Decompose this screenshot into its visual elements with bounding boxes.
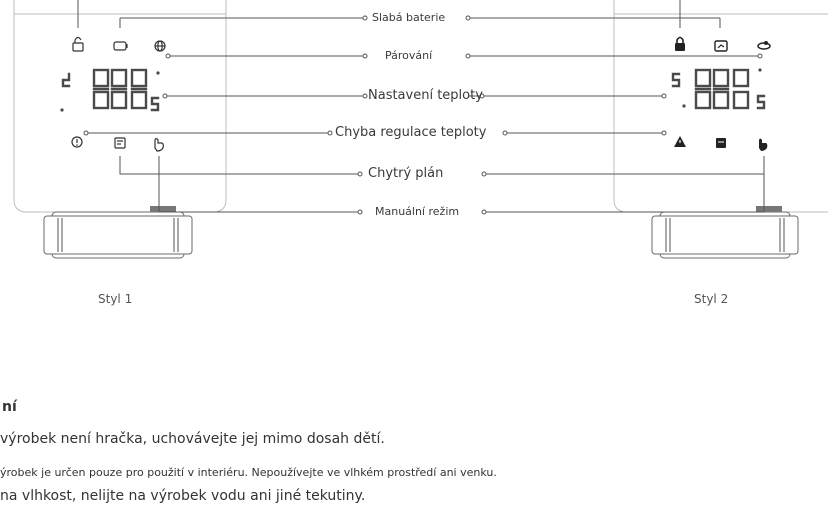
label-pairing: Párování [385,49,433,62]
device-style2 [468,0,828,259]
battery-filled-icon [714,40,728,52]
warning-triangle-icon [674,136,686,147]
hand-icon [154,137,164,152]
label-temp-error: Chyba regulace teploty [335,125,487,140]
label-temp-setting: Nastavení teploty [368,88,483,103]
safety-heading: ní [2,399,17,415]
calendar-icon [114,137,126,149]
safety-line-3: na vlhkost, nelijte na výrobek vodu ani … [0,488,366,504]
warning-circle-icon [71,136,83,148]
globe-icon [154,40,166,52]
label-manual-mode: Manuální režim [375,205,460,218]
segment-display-style1 [60,68,160,112]
caption-style1: Styl 1 [98,292,133,306]
calendar-filled-icon [716,138,726,148]
device-style1 [13,0,365,259]
safety-line-2: ýrobek je určen pouze pro použití v inte… [0,466,497,479]
thermostat-diagram [13,0,828,259]
lock-icon [72,36,84,52]
caption-style2: Styl 2 [694,292,729,306]
label-low-battery: Slabá baterie [372,11,446,24]
pairing-icon [757,41,771,50]
segment-display-style2 [671,68,766,110]
label-smart-plan: Chytrý plán [368,166,444,181]
battery-icon [113,41,128,51]
safety-line-1: výrobek není hračka, uchovávejte jej mim… [0,431,385,447]
hand-filled-icon [759,138,768,151]
lock-filled-icon [675,36,685,51]
